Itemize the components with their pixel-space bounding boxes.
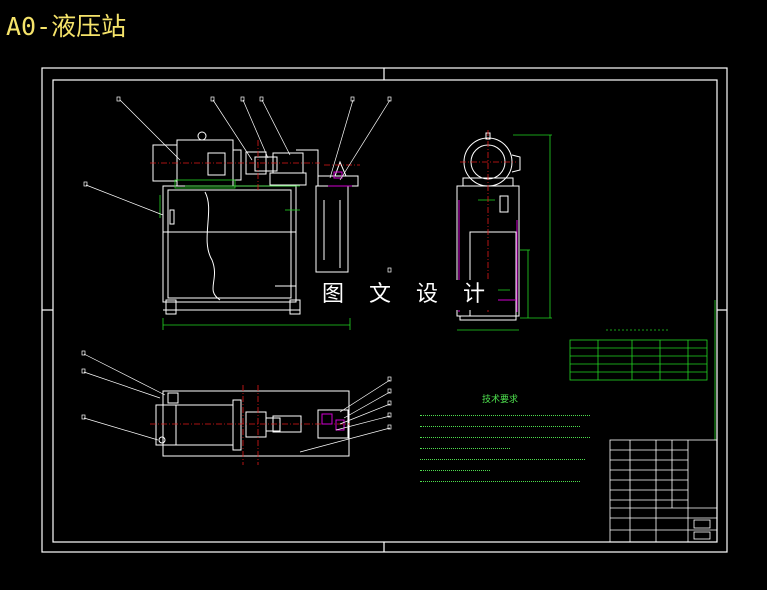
front-view-leaders	[83, 96, 392, 273]
top-view-hidden	[321, 413, 345, 431]
note-line	[420, 464, 490, 471]
watermark-text: 图 文 设 计	[318, 280, 498, 310]
front-view-dimensions	[159, 179, 351, 330]
note-line	[420, 431, 590, 438]
drawing-frame	[41, 67, 728, 553]
note-line	[420, 442, 510, 449]
top-view-centerlines	[150, 385, 350, 465]
front-view-centerlines	[150, 140, 360, 190]
front-view	[152, 131, 359, 315]
technical-requirements: 技术要求	[420, 392, 610, 482]
note-line	[420, 475, 580, 482]
note-line	[420, 409, 590, 416]
top-view-leaders	[81, 350, 392, 453]
parameter-table	[569, 300, 716, 440]
title-block	[609, 439, 718, 543]
front-view-hidden	[328, 171, 352, 187]
note-line	[420, 420, 580, 427]
drawing-title: A0-液压站	[6, 12, 127, 41]
technical-requirements-title: 技术要求	[481, 395, 518, 405]
note-line	[420, 453, 585, 460]
top-view	[155, 390, 350, 457]
